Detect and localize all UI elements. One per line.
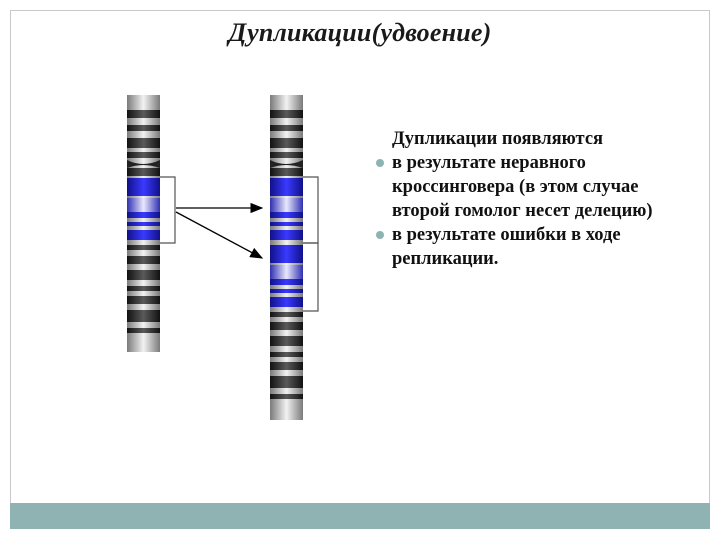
- arrow-icon: [175, 211, 264, 259]
- bullet-text: в результате неравного кроссинговера (в …: [392, 153, 653, 221]
- bullet-dot-icon: [376, 159, 384, 167]
- footer-bar: [10, 503, 710, 529]
- bullet-item: в результате неравного кроссинговера (в …: [376, 151, 676, 223]
- bullet-item: в результате ошибки в ходе репликации.: [376, 223, 676, 271]
- normal-chromosome: [127, 95, 160, 352]
- region-bracket: [160, 176, 176, 244]
- bullet-text: в результате ошибки в ходе репликации.: [392, 225, 621, 269]
- copy2-bracket: [303, 242, 319, 312]
- slide-frame: [10, 10, 710, 529]
- copy1-bracket: [303, 176, 319, 244]
- intro-text: Дупликации появляются: [392, 129, 604, 149]
- duplicated-chromosome: [270, 95, 303, 420]
- slide-title: Дупликации(удвоение): [228, 18, 492, 47]
- slide-text: Дупликации появляются в результате нерав…: [376, 127, 676, 271]
- bullet-dot-icon: [376, 231, 384, 239]
